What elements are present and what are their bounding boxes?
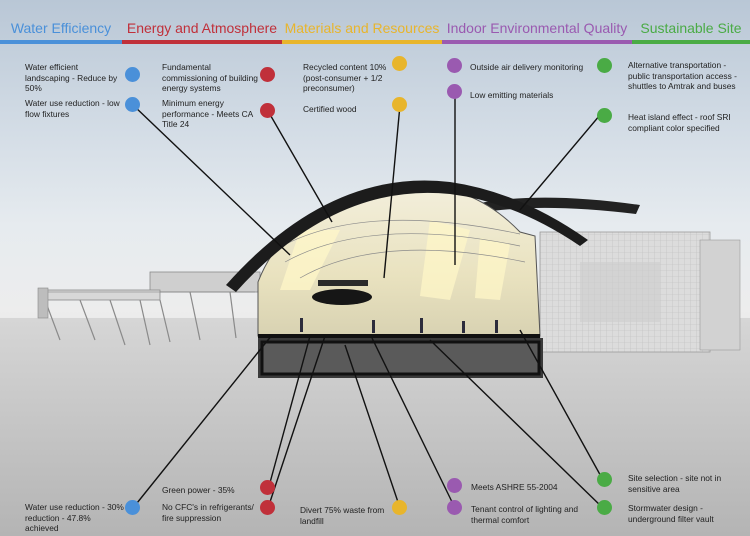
category-energy-atmosphere: Energy and Atmosphere: [122, 0, 282, 44]
note-water-landscaping: Water efficient landscaping - Reduce by …: [25, 62, 118, 94]
note-energy-performance: Minimum energy performance - Meets CA Ti…: [162, 98, 253, 130]
category-sustainable-site-bar: [632, 40, 750, 44]
energy-performance-dot: [260, 103, 275, 118]
note-indoor-tenant: Tenant control of lighting and thermal c…: [471, 504, 579, 525]
note-materials-recycled: Recycled content 10% (post-consumer + 1/…: [303, 62, 387, 94]
category-sustainable-site-label: Sustainable Site: [640, 20, 742, 36]
note-indoor-air: Outside air delivery monitoring: [470, 62, 584, 72]
indoor-ashre-dot: [447, 478, 462, 493]
leader-lines: [132, 91, 604, 509]
site-selection-dot: [597, 472, 612, 487]
note-materials-wood: Certified wood: [303, 104, 357, 114]
note-energy-commissioning: Fundamental commissioning of building en…: [162, 62, 258, 94]
category-energy-atmosphere-label: Energy and Atmosphere: [126, 20, 278, 36]
materials-waste-dot: [392, 500, 407, 515]
water-lowflow-dot: [125, 97, 140, 112]
note-water-lowflow: Water use reduction - low flow fixtures: [25, 98, 120, 119]
roof-ribs: [274, 219, 526, 279]
materials-wood-dot: [392, 97, 407, 112]
category-materials-resources-label: Materials and Resources: [284, 20, 440, 36]
basement: [258, 338, 543, 378]
note-water-reduction: Water use reduction - 30% reduction - 47…: [25, 502, 124, 534]
note-energy-cfc: No CFC's in refrigerants/ fire suppressi…: [162, 502, 254, 523]
note-site-heat: Heat island effect - roof SRI compliant …: [628, 112, 731, 133]
terminal-facade-right: [539, 231, 741, 353]
category-materials-resources: Materials and Resources: [282, 0, 442, 44]
note-indoor-ashre: Meets ASHRE 55-2004: [471, 482, 558, 492]
energy-green-dot: [260, 480, 275, 495]
category-sustainable-site: Sustainable Site: [632, 0, 750, 44]
materials-recycled-dot: [392, 56, 407, 71]
category-materials-resources-bar: [282, 40, 442, 44]
floor-slab: [258, 334, 540, 338]
indoor-tenant-dot: [447, 500, 462, 515]
note-site-selection: Site selection - site not in sensitive a…: [628, 473, 722, 494]
water-reduction-dot: [125, 500, 140, 515]
water-landscaping-dot: [125, 67, 140, 82]
energy-cfc-dot: [260, 500, 275, 515]
energy-commissioning-dot: [260, 67, 275, 82]
site-transport-dot: [597, 58, 612, 73]
category-indoor-environmental-quality-label: Indoor Environmental Quality: [446, 20, 628, 36]
note-indoor-materials: Low emitting materials: [470, 90, 554, 100]
people: [300, 318, 498, 333]
site-heat-dot: [597, 108, 612, 123]
category-water-efficiency-label: Water Efficiency: [10, 20, 112, 36]
mezzanine: [312, 289, 372, 305]
category-water-efficiency-bar: [0, 40, 122, 44]
site-stormwater-dot: [597, 500, 612, 515]
category-water-efficiency: Water Efficiency: [0, 0, 122, 44]
note-materials-waste: Divert 75% waste from landfill: [300, 505, 385, 526]
category-energy-atmosphere-bar: [122, 40, 282, 44]
note-site-stormwater: Stormwater design - underground filter v…: [628, 503, 714, 524]
indoor-materials-dot: [447, 84, 462, 99]
indoor-air-dot: [447, 58, 462, 73]
category-indoor-environmental-quality: Indoor Environmental Quality: [442, 0, 632, 44]
note-site-transport: Alternative transportation - public tran…: [628, 60, 737, 92]
note-energy-green: Green power - 35%: [162, 485, 235, 495]
category-indoor-environmental-quality-bar: [442, 40, 632, 44]
